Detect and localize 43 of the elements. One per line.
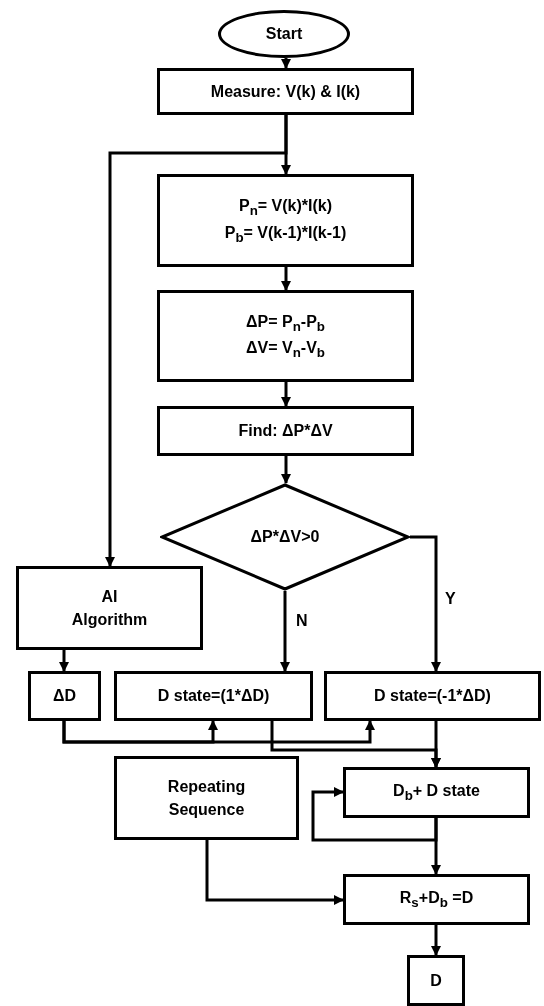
process-box	[407, 955, 465, 1006]
arrow	[311, 787, 438, 842]
node-text: AI Algorithm	[70, 586, 149, 630]
process-box	[324, 671, 541, 721]
arrow	[431, 818, 441, 875]
arrow	[59, 650, 69, 672]
arrow	[431, 925, 441, 956]
node-text: ΔP*ΔV>0	[250, 527, 320, 548]
arrow	[281, 58, 291, 69]
node-text: D$_{b}$+ D state	[393, 781, 480, 806]
node-text: ΔP= P$_{n}$-P$_{b}$	[246, 311, 325, 336]
arrow	[281, 382, 291, 407]
node-text: Repeating Sequence	[166, 776, 247, 820]
node-text: D state=(1*ΔD)	[157, 686, 270, 707]
node-text: ΔD	[52, 686, 77, 707]
process-box	[343, 874, 530, 925]
arrow	[205, 840, 344, 905]
node-text: D state=(-1*ΔD)	[374, 686, 491, 707]
process-box	[114, 671, 313, 721]
arrow	[431, 721, 441, 768]
process-box	[157, 68, 414, 115]
process-box	[114, 756, 299, 840]
arrow	[105, 115, 288, 567]
arrow	[281, 267, 291, 291]
process-box	[157, 174, 414, 267]
decision-diamond	[160, 483, 410, 591]
arrow	[410, 535, 441, 672]
node-text: Measure: V(k) & I(k)	[210, 81, 361, 102]
process-box	[157, 290, 414, 382]
arrow	[281, 456, 291, 484]
process-box	[157, 406, 414, 456]
node-text: P$_{n}$= V(k)*I(k)	[238, 196, 333, 221]
node-text: D	[430, 970, 442, 991]
node-text: R$_{s}$+D$_{b}$ =D	[399, 888, 474, 913]
process-box	[343, 767, 530, 818]
arrow	[62, 720, 375, 744]
arrow	[280, 591, 290, 672]
node-text: Start	[265, 24, 303, 45]
process-box	[28, 671, 101, 721]
process-box	[16, 566, 203, 650]
node-text: Find: ΔP*ΔV	[238, 421, 333, 442]
node-text: ΔV= V$_{n}$-V$_{b}$	[246, 338, 325, 363]
node-text: P$_{b}$= V(k-1)*I(k-1)	[224, 222, 347, 247]
